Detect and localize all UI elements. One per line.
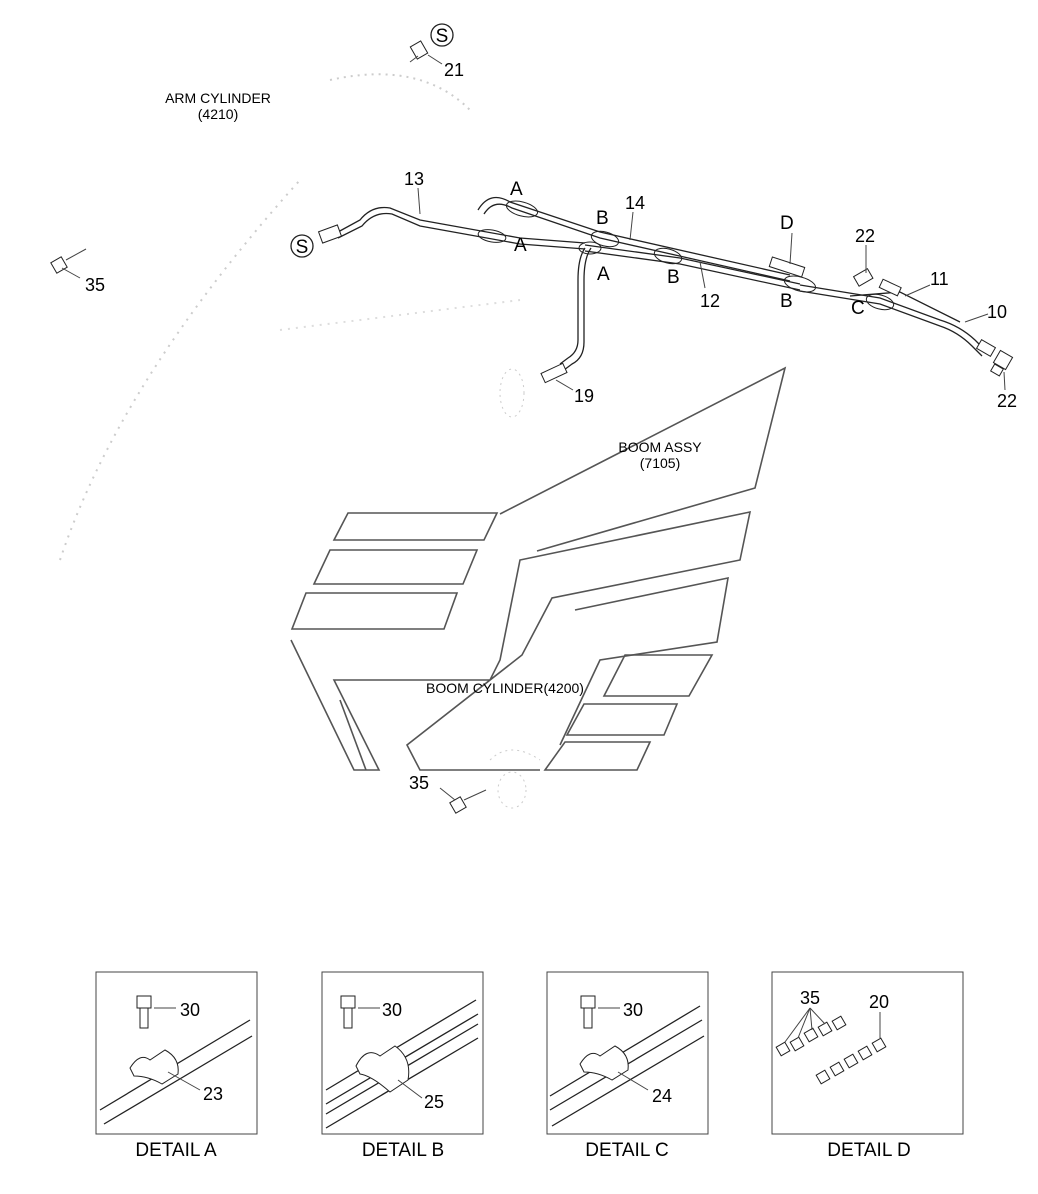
fitting-cluster-lower [815,1037,887,1085]
boom-assy-label: BOOM ASSY [618,439,702,455]
fitting-35-left [50,248,87,274]
callout-22: 22 [997,391,1017,411]
boom-assy-outline [290,366,787,771]
detail-d-fitting-group-callout: 35 [800,988,820,1008]
fitting-21 [409,40,429,63]
section-marker-s-top: S [430,23,454,47]
arm-cylinder-label: ARM CYLINDER [165,90,271,106]
section-letter-a: A [597,264,610,285]
fitting-35-bottom [449,789,487,814]
detail-b-clamp-callout: 25 [424,1092,444,1112]
section-letter-c: C [851,298,865,319]
section-letter-s: S [436,26,449,47]
detail-b-panel: 30 25 [321,971,484,1135]
boom-assy-code: (7105) [640,455,680,471]
detail-a-title: DETAIL A [135,1140,217,1161]
detail-d-title: DETAIL D [827,1140,910,1161]
detail-b-title: DETAIL B [362,1140,444,1161]
section-letter-a: A [510,179,523,200]
pipe-11-10 [799,278,997,358]
section-letter-b: B [780,291,793,312]
detail-c-bolt-callout: 30 [623,1000,643,1020]
detail-d-panel: 35 20 [771,971,964,1135]
background-stipple [59,73,541,809]
section-letter-a: A [514,235,527,256]
section-letter-b: B [667,267,680,288]
fitting-22-upper [852,267,874,287]
clamps [477,200,895,311]
section-letter-d: D [780,213,794,234]
section-letter-b: B [596,208,609,229]
callout-22: 22 [855,226,875,246]
pipe-12 [584,244,801,291]
detail-a-bolt-callout: 30 [180,1000,200,1020]
section-letter-s: S [296,237,309,258]
callout-35: 35 [409,773,429,793]
detail-c-panel: 30 24 [546,971,709,1135]
callout-21: 21 [444,60,464,80]
section-marker-s-left: S [290,234,314,258]
detail-a-clamp-callout: 23 [203,1084,223,1104]
callout-12: 12 [700,291,720,311]
boom-cylinder-label: BOOM CYLINDER(4200) [426,680,584,696]
pipe-19-branch [540,247,592,384]
arm-cylinder-code: (4210) [198,106,238,122]
detail-b-bolt-callout: 30 [382,1000,402,1020]
callout-19: 19 [574,386,594,406]
detail-a-panel: 30 23 [95,971,258,1135]
callout-10: 10 [987,302,1007,322]
callout-14: 14 [625,193,645,213]
detail-c-clamp-callout: 24 [652,1086,672,1106]
detail-d-fitting-callout: 20 [869,992,889,1012]
fitting-22-lower [989,349,1014,377]
pipe-13 [317,206,586,250]
fitting-cluster-upper [775,1015,847,1057]
callout-35: 35 [85,275,105,295]
leader-lines [61,54,1006,801]
callout-11: 11 [930,269,949,289]
detail-c-title: DETAIL C [585,1140,668,1161]
callout-13: 13 [404,169,424,189]
